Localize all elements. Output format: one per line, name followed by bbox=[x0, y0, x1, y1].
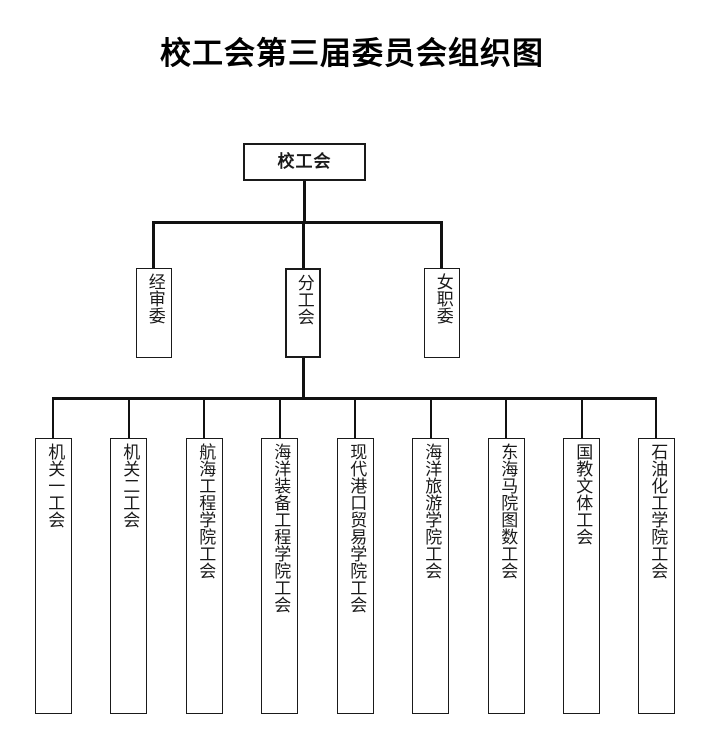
org-node-l3-8-label: 国教文体工会 bbox=[572, 443, 593, 545]
org-node-l3-1[interactable]: 机关一工会 bbox=[35, 438, 72, 714]
org-node-l3-4[interactable]: 海洋装备工程学院工会 bbox=[261, 438, 298, 714]
org-node-l3-3-label: 航海工程学院工会 bbox=[195, 443, 216, 579]
org-node-l2-1-label: 经审委 bbox=[144, 273, 165, 324]
org-node-l3-6-label: 海洋旅游学院工会 bbox=[421, 443, 442, 579]
org-node-l3-5-label: 现代港口贸易学院工会 bbox=[346, 443, 367, 613]
org-node-l3-3[interactable]: 航海工程学院工会 bbox=[186, 438, 223, 714]
connector-drop-l3-8 bbox=[581, 397, 583, 439]
org-node-l3-2[interactable]: 机关二工会 bbox=[110, 438, 147, 714]
connector-drop-l2-2 bbox=[302, 221, 305, 269]
connector-drop-l2-1 bbox=[152, 221, 155, 269]
connector-root-stem bbox=[303, 181, 306, 223]
org-node-l2-3[interactable]: 女职委 bbox=[424, 268, 460, 358]
org-node-l3-7-label: 东海马院图数工会 bbox=[497, 443, 518, 579]
connector-drop-l3-7 bbox=[505, 397, 507, 439]
org-node-l3-7[interactable]: 东海马院图数工会 bbox=[488, 438, 525, 714]
org-node-l3-8[interactable]: 国教文体工会 bbox=[563, 438, 600, 714]
org-node-l2-2-label: 分工会 bbox=[293, 274, 314, 325]
org-node-root[interactable]: 校工会 bbox=[243, 143, 366, 181]
org-node-l3-4-label: 海洋装备工程学院工会 bbox=[270, 443, 291, 613]
connector-drop-l3-2 bbox=[128, 397, 130, 439]
connector-l2-2-stem bbox=[302, 358, 305, 400]
org-node-l2-3-label: 女职委 bbox=[432, 273, 453, 324]
connector-drop-l3-6 bbox=[430, 397, 432, 439]
page-title: 校工会第三届委员会组织图 bbox=[160, 36, 544, 72]
connector-drop-l2-3 bbox=[440, 221, 443, 269]
org-node-root-label: 校工会 bbox=[277, 151, 332, 172]
org-node-l3-1-label: 机关一工会 bbox=[44, 443, 65, 528]
connector-drop-l3-1 bbox=[52, 397, 54, 439]
org-node-l3-5[interactable]: 现代港口贸易学院工会 bbox=[337, 438, 374, 714]
connector-drop-l3-9 bbox=[655, 397, 657, 439]
org-node-l3-9[interactable]: 石油化工学院工会 bbox=[638, 438, 675, 714]
connector-drop-l3-4 bbox=[279, 397, 281, 439]
connector-drop-l3-3 bbox=[203, 397, 205, 439]
org-node-l3-2-label: 机关二工会 bbox=[119, 443, 140, 528]
org-node-l2-1[interactable]: 经审委 bbox=[136, 268, 172, 358]
org-node-l3-6[interactable]: 海洋旅游学院工会 bbox=[412, 438, 449, 714]
org-node-l2-2[interactable]: 分工会 bbox=[285, 268, 321, 358]
connector-drop-l3-5 bbox=[354, 397, 356, 439]
org-node-l3-9-label: 石油化工学院工会 bbox=[647, 443, 668, 579]
connector-level2-bus bbox=[152, 221, 443, 224]
